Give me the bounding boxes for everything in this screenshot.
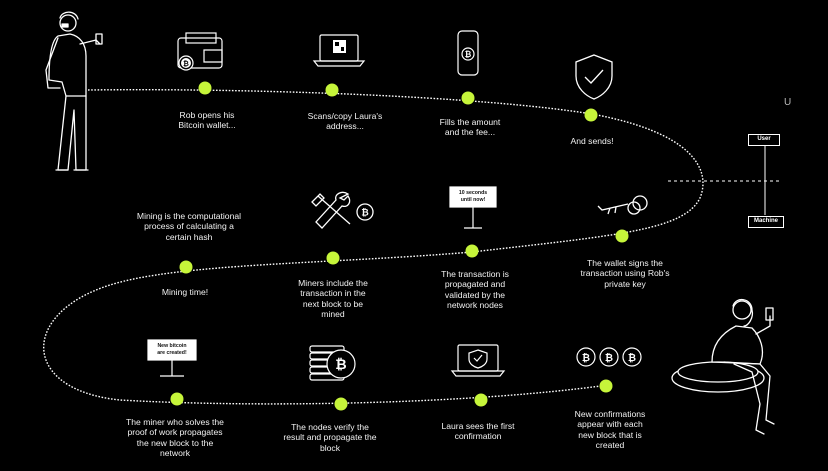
laura-figure-icon	[671, 299, 775, 435]
svg-text:₿: ₿	[183, 60, 189, 68]
step-label-1: Rob opens his Bitcoin wallet...	[178, 110, 236, 131]
step-node-3	[461, 91, 475, 105]
step-label-12: New confirmations appear with each new b…	[574, 409, 646, 451]
step-label-3: Fills the amount and the fee...	[439, 117, 501, 138]
new-bitcoin-sign-text: New bitcoin are created!	[157, 343, 187, 356]
ten-seconds-sign-text: 10 seconds until now!	[458, 190, 488, 203]
step-node-8	[179, 260, 193, 274]
step-nodes	[170, 81, 629, 411]
step-node-5	[615, 229, 629, 243]
svg-text:₿: ₿	[361, 208, 368, 218]
step-node-12	[599, 379, 613, 393]
coin-stack-icon: ₿	[309, 345, 356, 381]
step-node-4	[584, 108, 598, 122]
step-node-9	[170, 392, 184, 406]
phone-bitcoin-icon: ₿	[457, 30, 479, 76]
step-node-11	[474, 393, 488, 407]
step-label-2: Scans/copy Laura's address...	[307, 111, 383, 132]
three-coins-icon: ₿ ₿ ₿	[576, 347, 642, 367]
rob-figure-icon	[45, 11, 103, 171]
machine-tag: Machine	[748, 216, 784, 228]
step-node-7	[326, 251, 340, 265]
svg-text:₿: ₿	[465, 50, 472, 59]
keys-icon	[597, 195, 648, 215]
sign-10-seconds-icon	[449, 186, 497, 229]
user-tag: User	[748, 134, 780, 146]
step-label-9: The miner who solves the proof of work p…	[126, 417, 224, 459]
shield-check-icon	[575, 54, 613, 100]
step-node-2	[325, 83, 339, 97]
mining-note: Mining is the computational process of c…	[136, 211, 242, 242]
svg-text:₿: ₿	[335, 356, 346, 372]
svg-text:₿: ₿	[582, 352, 590, 364]
step-label-8: Mining time!	[161, 287, 209, 297]
step-label-4: And sends!	[570, 136, 614, 146]
step-node-1	[198, 81, 212, 95]
wallet-icon: ₿	[177, 32, 223, 71]
step-label-11: Laura sees the first confirmation	[441, 421, 515, 442]
step-node-6	[465, 244, 479, 258]
svg-text:₿: ₿	[628, 352, 636, 364]
step-label-5: The wallet signs the transaction using R…	[580, 258, 670, 289]
tools-bitcoin-icon: ₿	[311, 191, 374, 229]
step-label-7: Miners include the transaction in the ne…	[298, 278, 368, 320]
step-label-6: The transaction is propagated and valida…	[441, 269, 509, 311]
step-node-10	[334, 397, 348, 411]
svg-text:₿: ₿	[605, 352, 613, 364]
laptop-shield-icon	[450, 344, 506, 377]
laptop-qr-icon	[312, 34, 366, 67]
step-label-10: The nodes verify the result and propagat…	[283, 422, 377, 453]
sign-new-bitcoin-icon	[147, 339, 197, 377]
corner-glyph: U	[784, 97, 792, 108]
